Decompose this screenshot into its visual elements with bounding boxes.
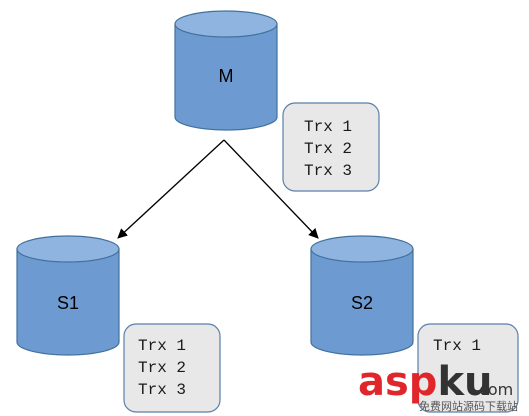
slave1-database-cylinder: S1 — [16, 235, 120, 356]
svg-text:aspku: aspku — [358, 359, 493, 405]
arrow-master-to-s2 — [223, 139, 319, 239]
slave2-log-box: Trx 1 — [417, 323, 519, 413]
master-log-entry: Trx 3 — [304, 162, 352, 180]
master-database-cylinder: M — [174, 10, 278, 131]
watermark-asp: asp — [358, 359, 437, 405]
slave1-log-entry: Trx 1 — [138, 337, 186, 355]
slave1-log-box: Trx 1 Trx 2 Trx 3 — [123, 323, 221, 413]
watermark-logo: aspku .com 免费网站源码下载站 — [358, 359, 518, 413]
watermark-ku: ku — [437, 359, 492, 405]
watermark-suffix: .com — [474, 380, 513, 399]
slave1-log-entry: Trx 3 — [138, 381, 186, 399]
master-log-entry: Trx 2 — [304, 140, 352, 158]
watermark-subtitle: 免费网站源码下载站 — [419, 399, 518, 413]
slave2-database-cylinder: S2 — [310, 235, 414, 356]
master-log-entry: Trx 1 — [304, 118, 352, 136]
master-log-box: Trx 1 Trx 2 Trx 3 — [282, 102, 380, 192]
slave1-label: S1 — [57, 293, 79, 313]
slave2-log-entry: Trx 1 — [433, 337, 481, 355]
slave1-log-entry: Trx 2 — [138, 359, 186, 377]
master-label: M — [219, 66, 234, 86]
slave2-label: S2 — [351, 293, 373, 313]
arrow-master-to-s1 — [117, 139, 225, 239]
